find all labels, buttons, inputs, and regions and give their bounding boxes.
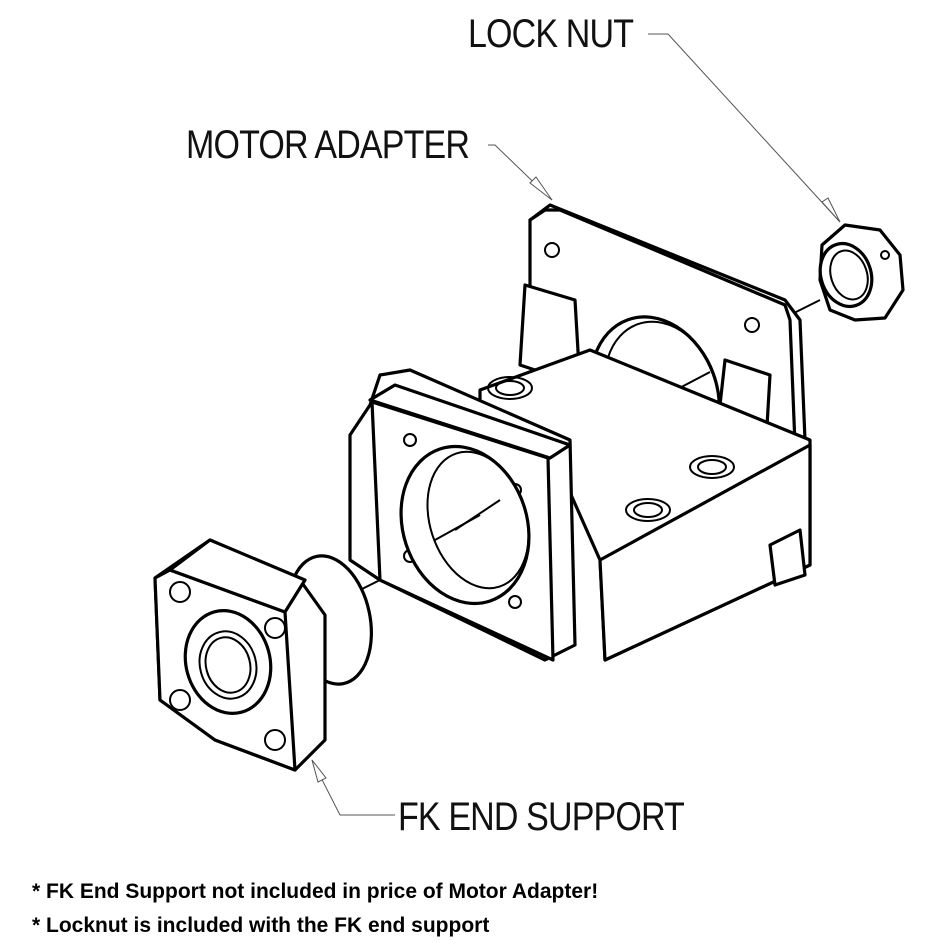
lock-nut-part [818, 223, 905, 322]
leader-motor-adapter [488, 144, 553, 201]
leader-fk-end-support [311, 759, 395, 816]
note-locknut-included: * Locknut is included with the FK end su… [32, 914, 490, 937]
lock-nut-label: LOCK NUT [468, 12, 634, 56]
motor-adapter-part [348, 203, 812, 662]
note-fk-not-included: * FK End Support not included in price o… [32, 880, 599, 903]
motor-adapter-label: MOTOR ADAPTER [186, 123, 470, 167]
fk-end-support-label: FK END SUPPORT [398, 795, 685, 839]
fk-end-support-part [153, 538, 373, 772]
leader-lock-nut [648, 33, 841, 223]
